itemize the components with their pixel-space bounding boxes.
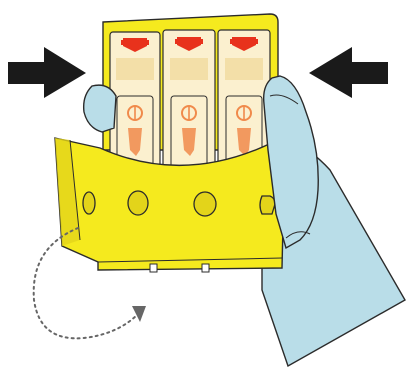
glove-thumb-left: [84, 85, 116, 132]
housing-hole-2: [128, 191, 148, 215]
housing-hole-3: [194, 192, 216, 216]
sensor-strip-2: [163, 30, 215, 182]
housing-notch-1: [150, 264, 157, 272]
curved-arrow-head: [132, 306, 146, 322]
housing-notch-2: [202, 264, 209, 272]
housing-hole-4: [260, 196, 275, 214]
arrow-left-icon: [309, 47, 388, 98]
arrow-right-icon: [8, 47, 86, 98]
housing-hole-1: [83, 192, 95, 214]
